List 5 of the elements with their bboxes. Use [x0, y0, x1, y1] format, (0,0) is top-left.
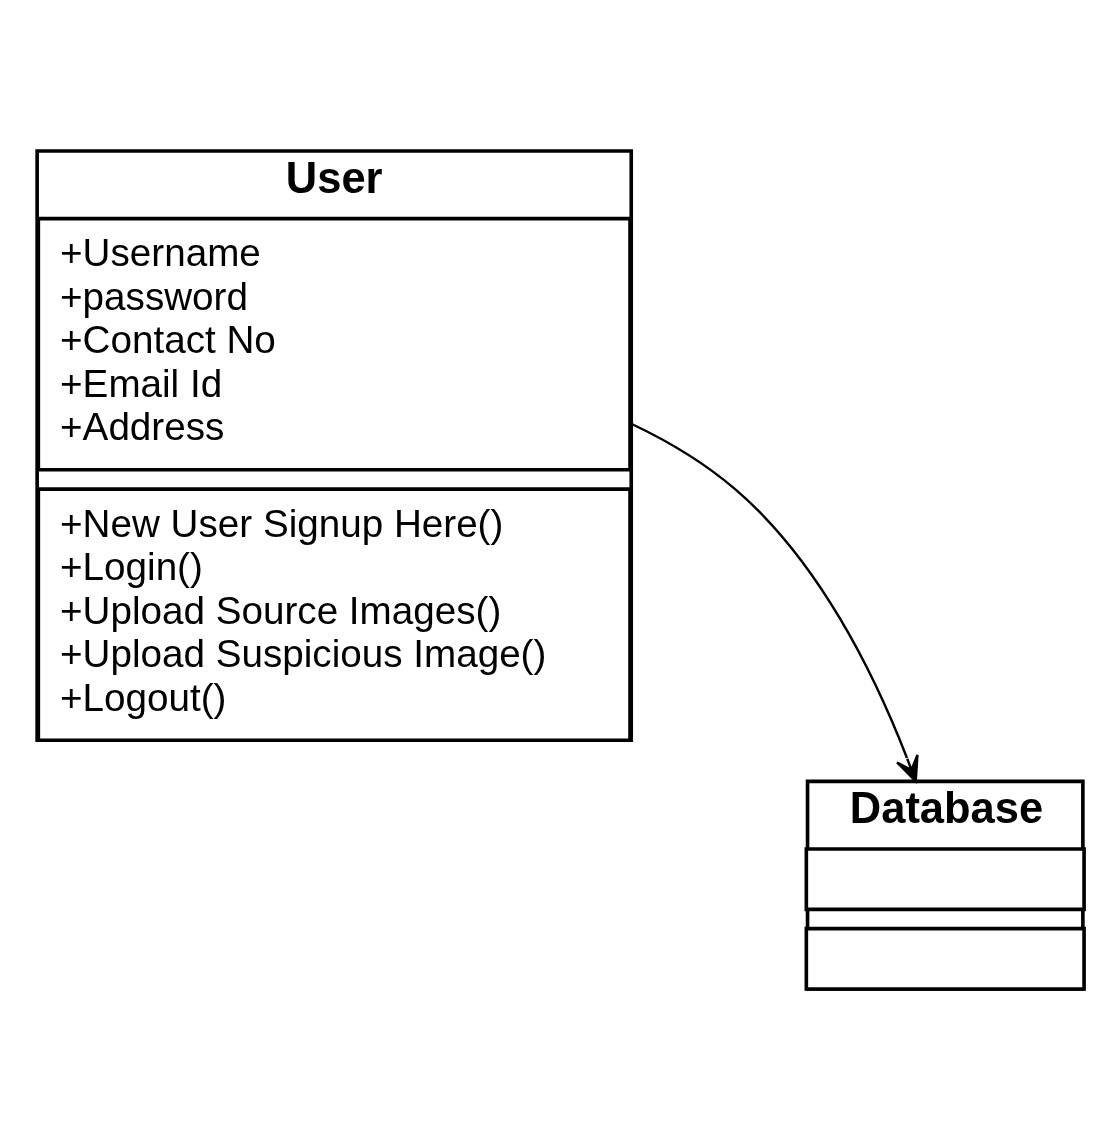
- node-box: +Username +password +Contact No +Email Id +Address: [36, 216, 632, 472]
- arrow: [630, 422, 919, 783]
- node-box: [804, 926, 1086, 991]
- node-box: [804, 846, 1086, 911]
- node-box: +New User Signup Here() +Login() +Upload Source Images() +Upload Suspicious Image() +Logout(): [36, 486, 632, 742]
